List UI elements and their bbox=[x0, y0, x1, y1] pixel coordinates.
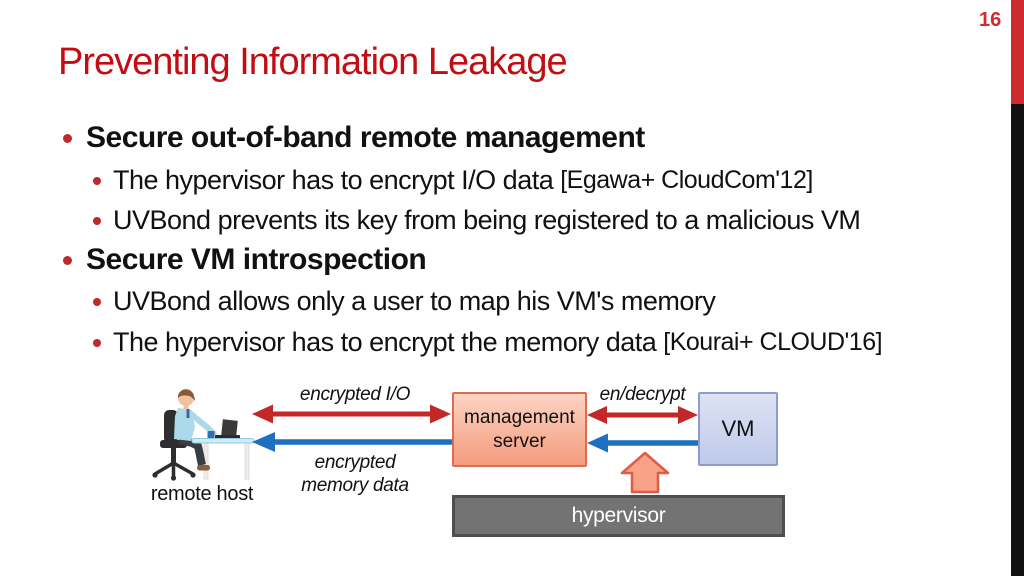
en-decrypt-arrow bbox=[587, 406, 698, 424]
bullet-marker bbox=[93, 176, 101, 185]
hypervisor-label: hypervisor bbox=[571, 504, 666, 527]
bullet-item-3: UVBond prevents its key from being regis… bbox=[0, 205, 960, 236]
bullet-text: Secure VM introspection bbox=[86, 243, 427, 276]
encrypted-io-label: encrypted I/O bbox=[299, 384, 411, 405]
encrypted-io-arrow bbox=[252, 404, 451, 424]
hypervisor-up-arrow bbox=[620, 451, 670, 494]
bullet-text: UVBond prevents its key from being regis… bbox=[113, 205, 861, 235]
slide-edge-bar bbox=[1011, 0, 1024, 576]
management-server-box: management server bbox=[452, 392, 587, 467]
bullet-text: The hypervisor has to encrypt I/O data bbox=[113, 165, 561, 195]
slide-title: Preventing Information Leakage bbox=[58, 41, 568, 83]
bullet-item-2: The hypervisor has to encrypt I/O data [… bbox=[0, 165, 960, 196]
bullet-item-1: Secure out-of-band remote management bbox=[0, 121, 960, 155]
slide-edge-bar-red-segment bbox=[1011, 0, 1024, 104]
bullet-item-5: UVBond allows only a user to map his VM'… bbox=[0, 286, 960, 317]
encrypted-memory-data-label: encrypted memory data bbox=[301, 452, 409, 496]
vm-label: VM bbox=[721, 416, 755, 441]
hypervisor-bar: hypervisor bbox=[452, 495, 785, 537]
bullet-marker bbox=[93, 216, 101, 225]
vm-box: VM bbox=[698, 392, 778, 466]
page-number: 16 bbox=[979, 9, 1002, 31]
bullet-item-4: Secure VM introspection bbox=[0, 243, 960, 277]
bullet-marker bbox=[63, 255, 72, 265]
management-server-label: management server bbox=[464, 406, 575, 452]
bullet-text: UVBond allows only a user to map his VM'… bbox=[113, 286, 716, 316]
remote-host-label: remote host bbox=[150, 483, 254, 505]
remote-host-illustration bbox=[152, 389, 255, 481]
citation-text: [Kourai+ CLOUD'16] bbox=[663, 328, 883, 356]
vm-memory-arrow bbox=[587, 433, 698, 453]
bullet-item-6: The hypervisor has to encrypt the memory… bbox=[0, 327, 960, 358]
bullet-marker bbox=[93, 297, 101, 306]
bullet-text: Secure out-of-band remote management bbox=[86, 121, 645, 154]
bullet-marker bbox=[63, 133, 72, 143]
bullet-text: The hypervisor has to encrypt the memory… bbox=[113, 327, 664, 357]
bullet-marker bbox=[93, 338, 101, 347]
encrypted-memory-arrow bbox=[252, 432, 452, 452]
en-decrypt-label: en/decrypt bbox=[599, 384, 686, 405]
citation-text: [Egawa+ CloudCom'12] bbox=[560, 166, 813, 194]
